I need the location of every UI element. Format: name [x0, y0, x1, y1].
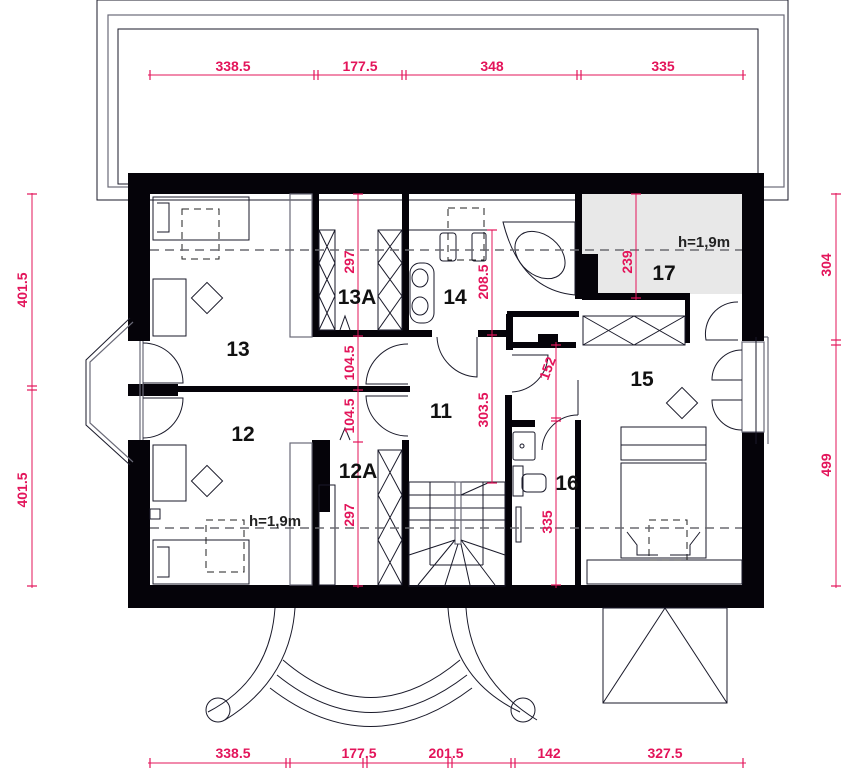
room-label-16: 16: [555, 472, 578, 495]
bathroom-16-fixtures: [512, 431, 547, 543]
dim-room-17: 239: [619, 250, 635, 274]
dim-right-2: 499: [818, 453, 834, 477]
dim-12a: 297: [341, 503, 357, 527]
dim-top-1: 338.5: [215, 58, 250, 74]
dim-top-4: 335: [651, 58, 675, 74]
dim-left-1: 401.5: [14, 272, 30, 307]
porch-roof: [602, 607, 728, 704]
room-label-13: 13: [226, 338, 249, 361]
room-12-furniture: [149, 444, 250, 585]
balcony-outline: [96, 0, 789, 201]
interior-dimensions: 297 104.5 104.5 297 208.5 303.5 239 152 …: [341, 193, 641, 588]
room-13-furniture: [152, 196, 250, 337]
doors: [142, 301, 743, 451]
room-label-14: 14: [443, 286, 467, 309]
bathroom-14-fixtures: [409, 207, 576, 324]
interior-walls: [312, 194, 690, 588]
dimension-top: 338.5 177.5 348 335: [148, 58, 746, 80]
bay-window: [85, 317, 144, 466]
dim-top-3: 348: [480, 58, 504, 74]
dimension-right: 304 499: [818, 193, 841, 588]
room-label-17: 17: [652, 262, 675, 285]
dim-door-12: 104.5: [341, 398, 357, 433]
wardrobes: [289, 193, 686, 586]
room-label-11: 11: [430, 400, 453, 423]
dim-hall: 303.5: [475, 392, 491, 427]
dimension-left: 401.5 401.5: [14, 193, 37, 588]
dim-left-2: 401.5: [14, 472, 30, 507]
room-label-12a: 12A: [339, 460, 378, 483]
dim-bottom-5: 327.5: [647, 745, 682, 761]
dim-door-13: 104.5: [341, 345, 357, 380]
dim-bottom-4: 142: [537, 745, 561, 761]
room-labels: 11 12 12A 13 13A 14 15 16 17: [226, 262, 675, 495]
room-label-12: 12: [231, 423, 254, 446]
staircase: [408, 481, 506, 587]
right-window: [741, 336, 769, 444]
dim-top-2: 177.5: [342, 58, 377, 74]
dim-room-16: 335: [539, 510, 555, 534]
height-label-room-17: h=1,9m: [678, 234, 730, 251]
height-label-room-12: h=1,9m: [249, 513, 301, 530]
dimension-bottom: 338.5 177.5 201.5 142 327.5: [148, 745, 746, 768]
dim-right-1: 304: [818, 253, 834, 277]
room-15-furniture: [586, 386, 743, 585]
exterior-walls: [128, 173, 764, 608]
entrance-canopy: [205, 607, 538, 727]
dim-bottom-1: 338.5: [215, 745, 250, 761]
room-label-15: 15: [630, 368, 654, 391]
dim-bottom-3: 201.5: [428, 745, 463, 761]
ceiling-height-lines: [150, 249, 742, 529]
room-label-13a: 13A: [338, 286, 377, 309]
dim-room-14: 208.5: [475, 264, 491, 299]
dim-bottom-2: 177.5: [341, 745, 376, 761]
dim-13a: 297: [341, 250, 357, 274]
dim-passage: 152: [536, 354, 559, 382]
